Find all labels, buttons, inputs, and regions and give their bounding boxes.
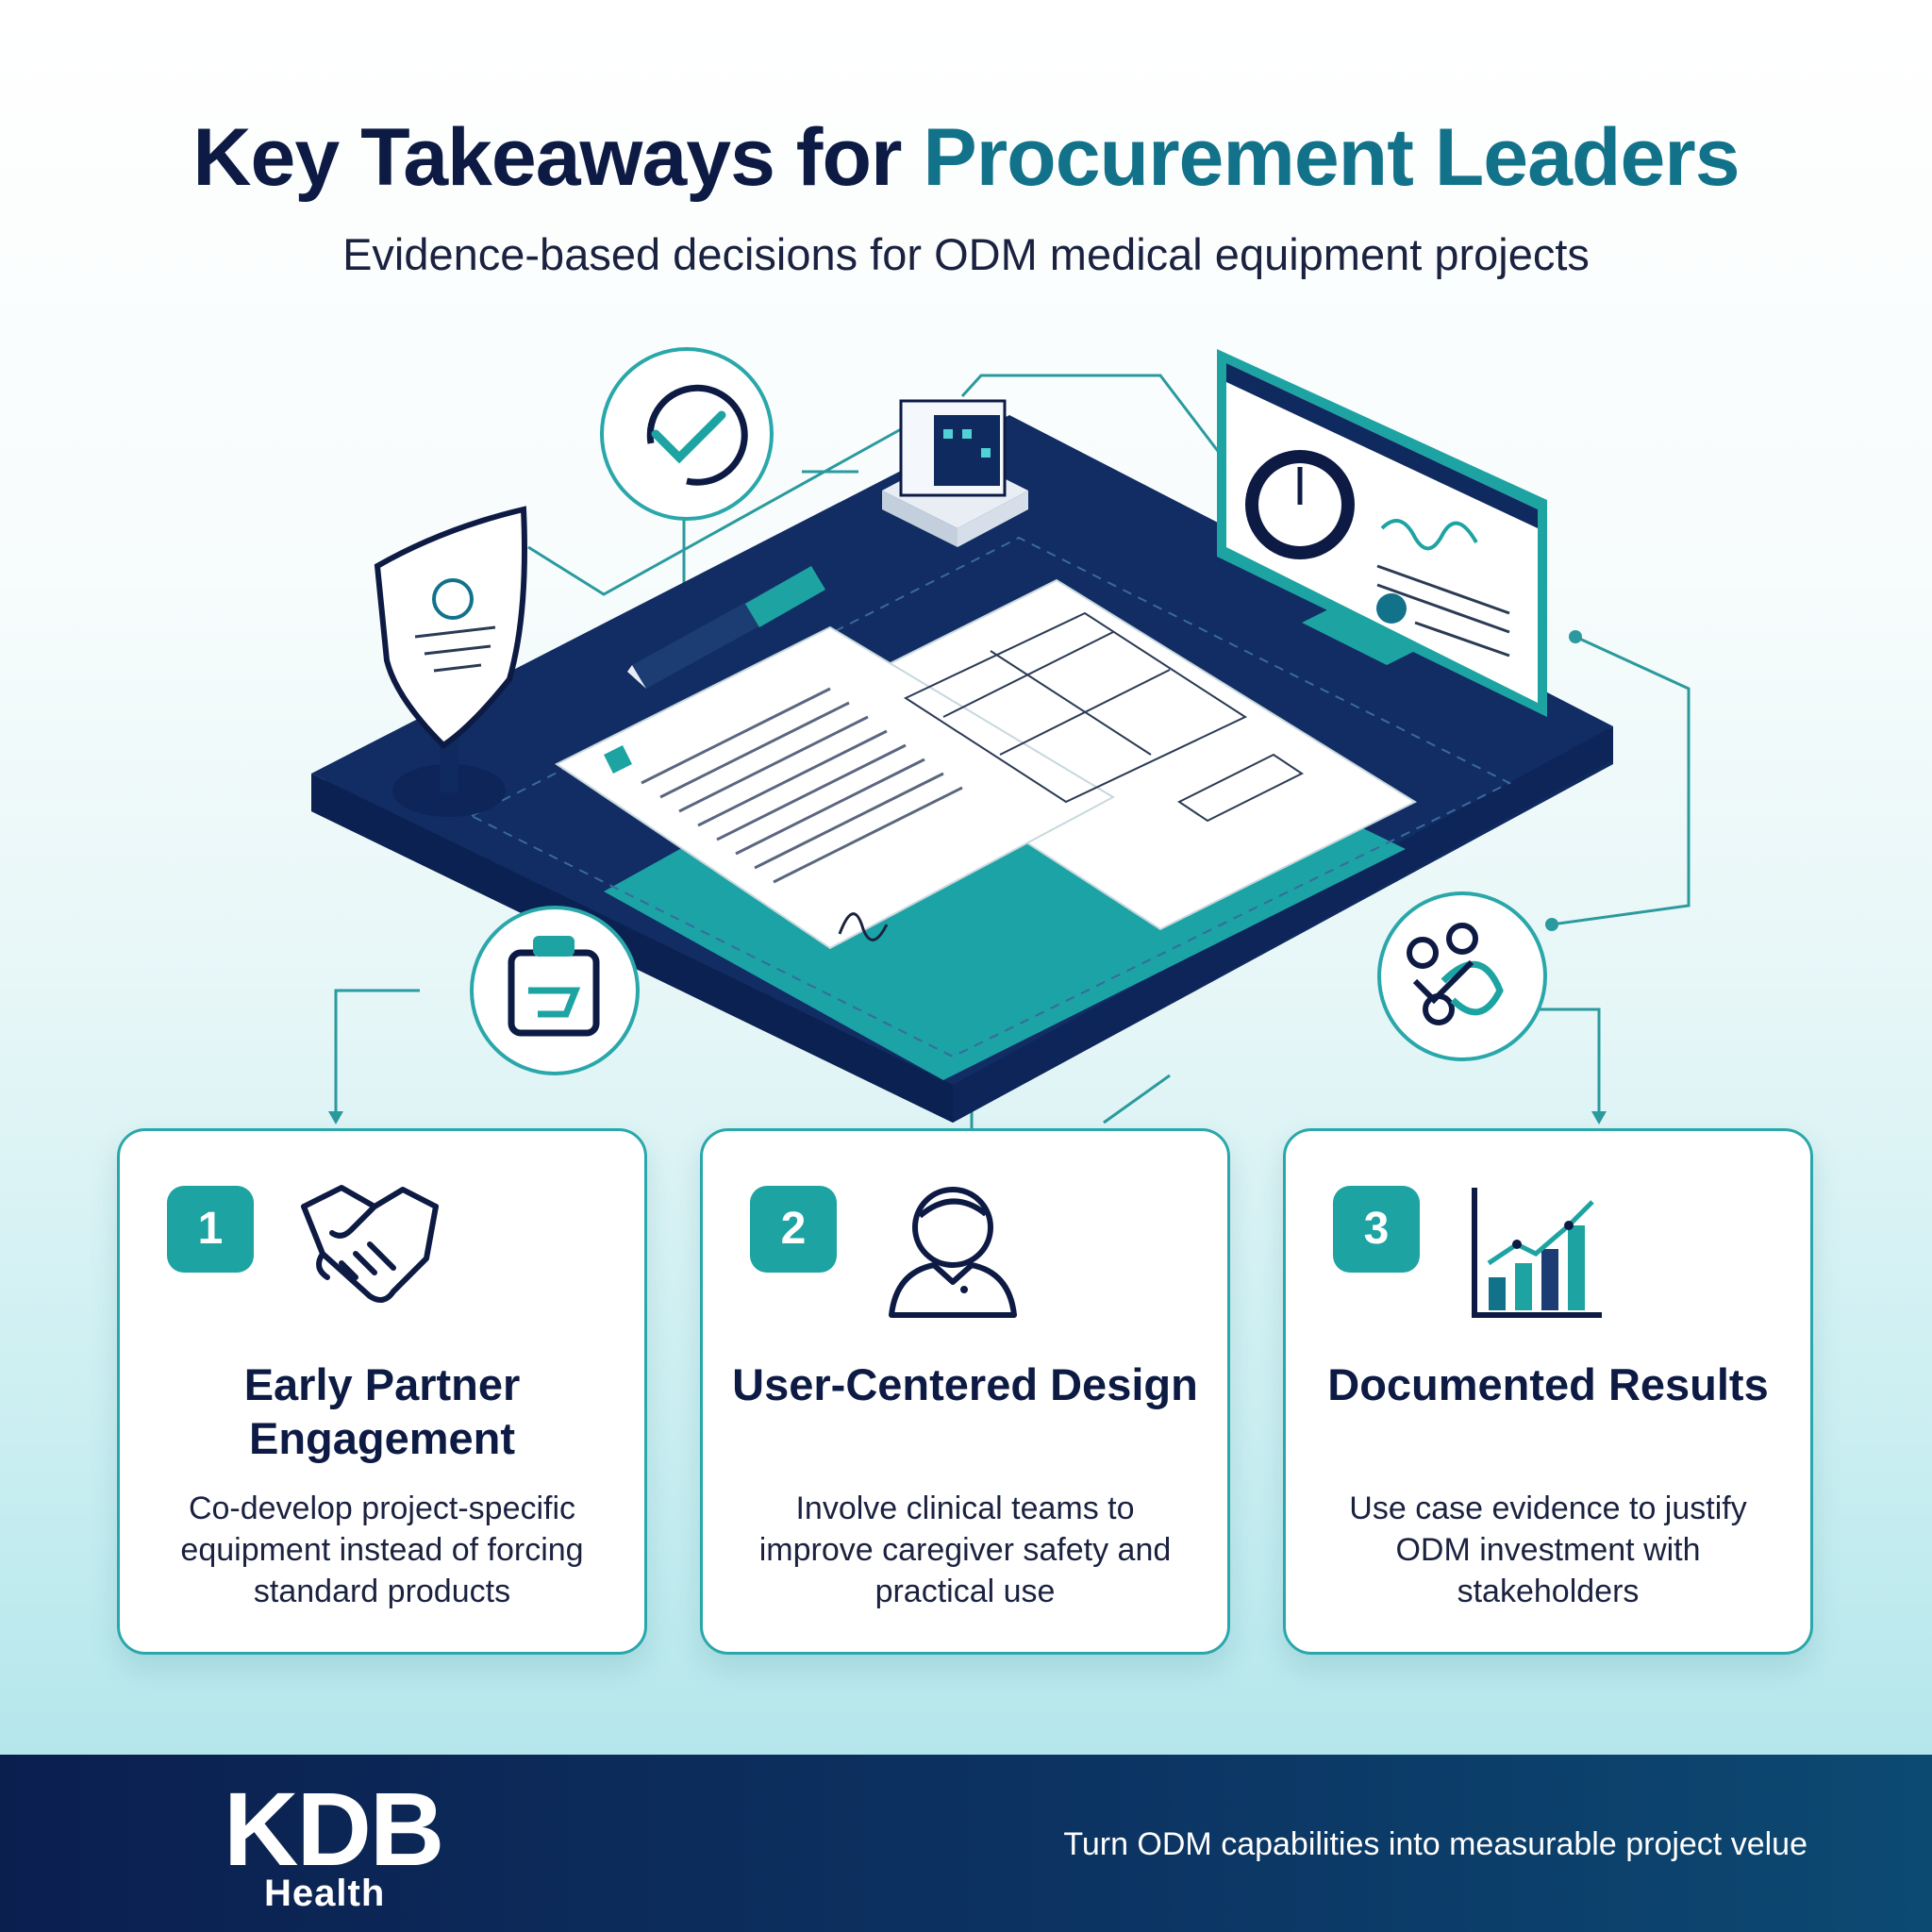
user-icon	[889, 1187, 1017, 1318]
title-part-2: Procurement Leaders	[923, 112, 1740, 203]
card-number-badge: 3	[1333, 1186, 1420, 1273]
card-description: Co-develop project-specific equipment in…	[180, 1491, 584, 1609]
people-network-icon	[1377, 891, 1547, 1061]
desk-illustration	[311, 347, 1690, 1128]
takeaway-card-1: 1 Early Partner Engagement Co-develop pr…	[117, 1128, 647, 1655]
pen-icon	[627, 566, 825, 689]
takeaway-card-3: 3 Documented Results Use case evidence t…	[1283, 1128, 1813, 1655]
clipboard-icon	[470, 906, 640, 1075]
takeaway-card-2: 2 User-Centered Design Involve clinical …	[700, 1128, 1230, 1655]
bar-chart-icon	[1472, 1188, 1602, 1318]
card-description: Use case evidence to justify ODM investm…	[1349, 1491, 1747, 1609]
brand-logo-subtitle: Health	[264, 1873, 386, 1914]
brand-logo: KDB	[224, 1772, 444, 1888]
card-number-badge: 1	[167, 1186, 254, 1273]
title-part-1: Key Takeaways for	[192, 112, 924, 203]
card-number-badge: 2	[750, 1186, 837, 1273]
checkmark-circle-icon	[600, 347, 774, 521]
card-title: User-Centered Design	[732, 1359, 1198, 1409]
documents-icon	[555, 578, 1418, 950]
footer-bar: KDB Health Turn ODM capabilities into me…	[0, 1755, 1932, 1932]
page-title: Key Takeaways for Procurement Leaders	[0, 111, 1932, 205]
card-description: Involve clinical teams to improve caregi…	[758, 1491, 1172, 1609]
card-title: Documented Results	[1327, 1359, 1769, 1409]
page-subtitle: Evidence-based decisions for ODM medical…	[342, 229, 1590, 279]
handshake-icon	[301, 1185, 439, 1303]
monitor-dashboard-icon	[1217, 349, 1547, 717]
card-title: Early Partner Engagement	[243, 1359, 521, 1463]
certificate-shield-icon	[374, 506, 527, 817]
footer-tagline: Turn ODM capabilities into measurable pr…	[1063, 1826, 1807, 1862]
server-icon	[882, 399, 1028, 547]
